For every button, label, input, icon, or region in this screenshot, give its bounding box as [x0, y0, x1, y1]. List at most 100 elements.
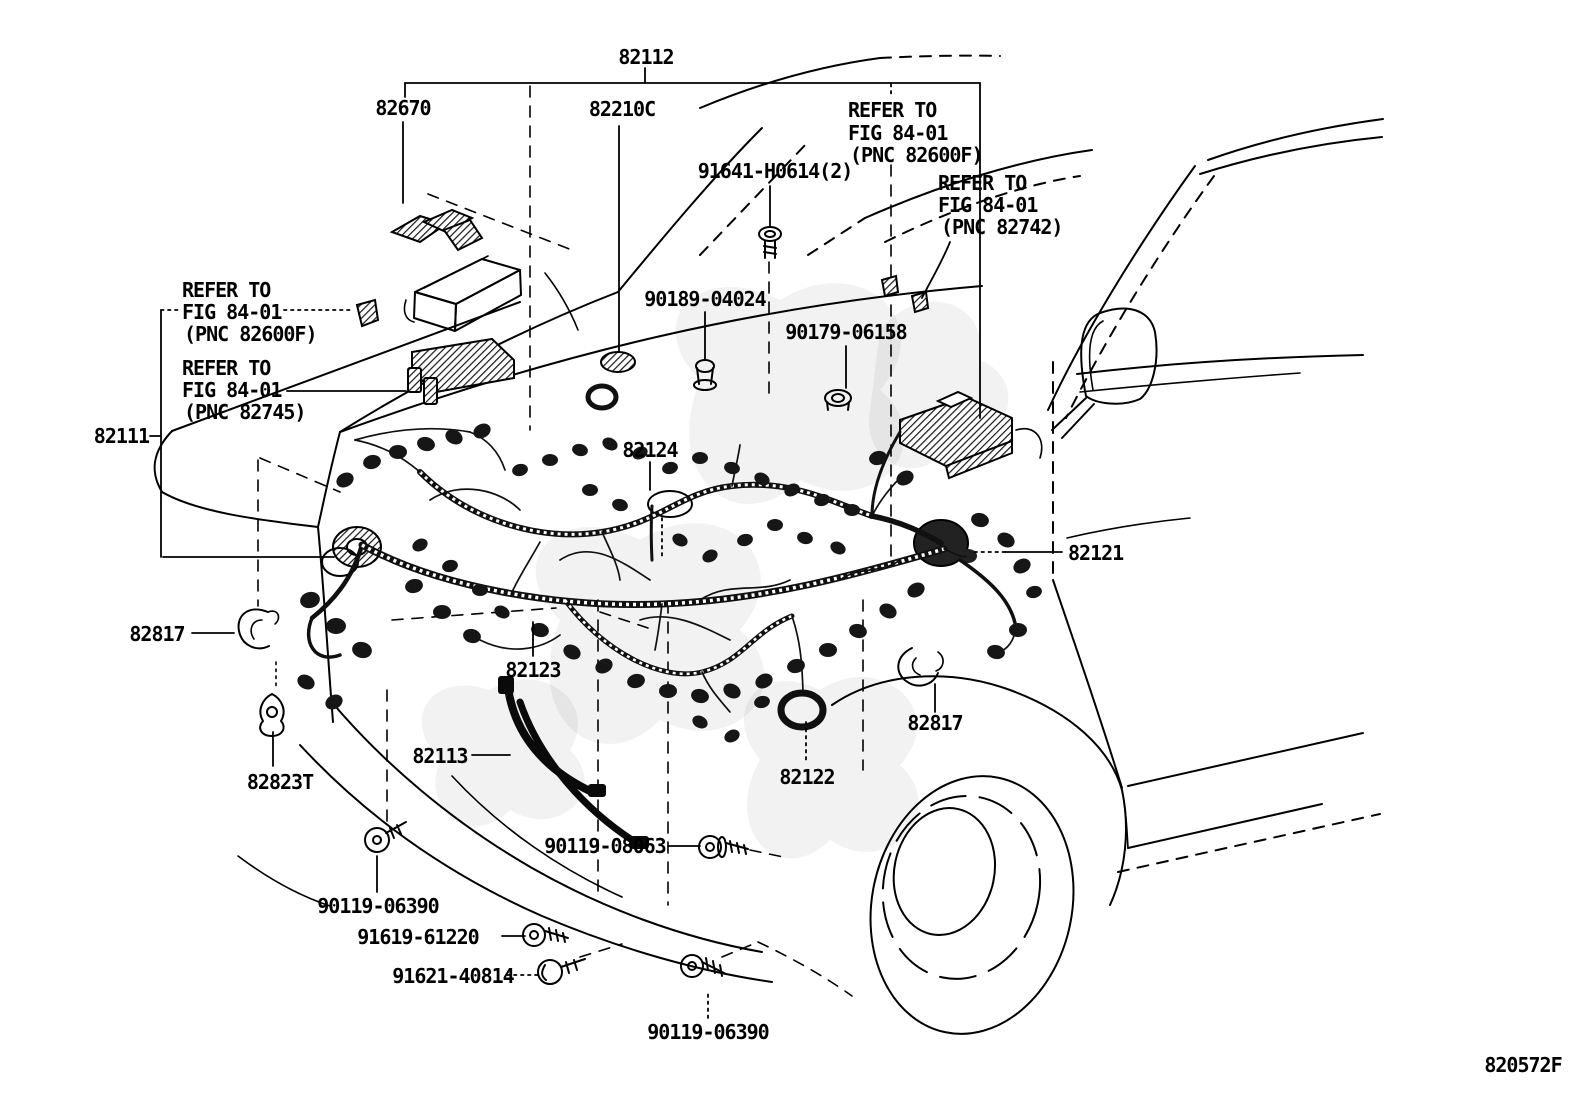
harness-connector [849, 623, 867, 639]
part-label-82210c: 82210C [589, 97, 655, 121]
harness-connector [442, 559, 458, 573]
screw-91619 [522, 923, 569, 947]
fusebox-cover [403, 255, 522, 332]
vehicle-outline [153, 54, 1384, 1035]
part-label-82823t: 82823T [247, 770, 314, 794]
harness-connector [412, 538, 428, 552]
part-label-90189-04024: 90189-04024 [644, 287, 766, 311]
clip-82817-left [237, 608, 280, 650]
harness-connector [692, 715, 708, 729]
harness-connector [737, 533, 753, 547]
screw-91641 [758, 226, 782, 259]
part-label-82112: 82112 [618, 45, 673, 69]
harness-connector [627, 673, 645, 689]
part-label-82124: 82124 [622, 438, 678, 462]
harness-connector [405, 578, 423, 594]
refer-note-82600f-right: REFER TO FIG 84-01 (PNC 82600F) [848, 98, 984, 167]
harness-connector [417, 436, 435, 452]
part-label-82122: 82122 [779, 765, 834, 789]
harness-connector [879, 603, 897, 619]
harness-connectors [297, 423, 1042, 743]
harness-connector [463, 628, 481, 644]
part-label-82111: 82111 [94, 424, 150, 448]
harness-connector [767, 519, 783, 531]
harness-connector [819, 643, 837, 657]
part-label-90119-08063: 90119-08063 [544, 834, 665, 858]
harness-connector [326, 618, 346, 634]
harness-connector [1026, 585, 1042, 599]
harness-connector [582, 484, 598, 496]
harness-connector [787, 658, 805, 674]
clip-82742 [910, 290, 930, 314]
figure-number: 820572F [1484, 1053, 1561, 1077]
clip-82600f-left [355, 298, 380, 328]
harness-connector [997, 532, 1015, 548]
refer-note-line: FIG 84-01 [848, 121, 948, 145]
refer-note-82600f-left: REFER TO FIG 84-01 (PNC 82600F) [182, 278, 318, 346]
part-label-82113: 82113 [412, 744, 467, 768]
oval-82124 [647, 490, 693, 518]
harness-connector [672, 533, 688, 547]
bolt-90119-08063 [698, 835, 749, 859]
refer-note-82745: REFER TO FIG 84-01 (PNC 82745) [182, 356, 306, 424]
part-label-82123: 82123 [505, 658, 560, 682]
harness-connector [724, 729, 740, 743]
harness-connector [512, 463, 528, 477]
harness-connector [445, 429, 463, 445]
harness-connector [797, 531, 813, 545]
part-label-90179-06158: 90179-06158 [785, 320, 906, 344]
refer-note-line: FIG 84-01 [182, 378, 282, 402]
part-label-82670: 82670 [375, 96, 430, 120]
harness-connector [563, 644, 581, 660]
refer-note-line: REFER TO [938, 171, 1027, 195]
ecu-box [899, 390, 1043, 480]
harness-connector [602, 437, 618, 451]
nut-90179 [824, 389, 852, 411]
harness-connector [612, 498, 628, 512]
harness-connector [433, 605, 451, 619]
harness-connector [531, 622, 549, 638]
bolt-90119-06390-bottom [680, 954, 727, 978]
harness-connector [692, 452, 708, 464]
harness-connector [907, 582, 925, 598]
part-label-91619-61220: 91619-61220 [357, 925, 478, 949]
harness-connector [691, 688, 709, 704]
refer-note-82742: REFER TO FIG 84-01 (PNC 82742) [938, 171, 1063, 239]
part-label-91641-h0614: 91641-H0614(2) [698, 159, 853, 183]
harness-connector [472, 584, 488, 596]
part-label-82121: 82121 [1068, 541, 1124, 565]
harness-connector [336, 472, 354, 488]
harness-connector [1009, 623, 1027, 637]
harness-connector [297, 674, 315, 690]
ring-82122 [777, 689, 827, 731]
harness-connector [494, 605, 510, 619]
harness-connector [896, 470, 914, 486]
harness-connector [542, 454, 558, 466]
refer-note-line: REFER TO [182, 278, 271, 302]
screw-91621 [537, 958, 586, 985]
harness-connector [755, 673, 773, 689]
harness-connector [595, 658, 613, 674]
harness-connector [724, 461, 740, 475]
harness-connector [389, 445, 407, 459]
harness-connector [784, 483, 800, 497]
harness-connector [363, 454, 381, 470]
refer-note-line: REFER TO [848, 98, 937, 122]
parts [237, 208, 1043, 985]
clip-82600f-right [880, 274, 900, 298]
refer-note-line: REFER TO [182, 356, 271, 380]
harness-connector [869, 450, 887, 466]
harness-connector [632, 446, 648, 460]
harness-connector [830, 541, 846, 555]
refer-note-line: (PNC 82600F) [184, 322, 317, 346]
part-label-90119-06390-bottom: 90119-06390 [647, 1020, 768, 1044]
refer-note-line: (PNC 82600F) [850, 143, 983, 167]
harness-connector [702, 549, 718, 563]
part-labels: 82112 82670 82210C 91641-H0614(2) 90189-… [94, 45, 1563, 1077]
bolt-90119-06390-left [364, 821, 407, 853]
relay-box-82745 [407, 337, 515, 405]
harness-connector [814, 493, 830, 507]
harness-connector [754, 472, 770, 486]
harness-connector [1013, 558, 1031, 574]
